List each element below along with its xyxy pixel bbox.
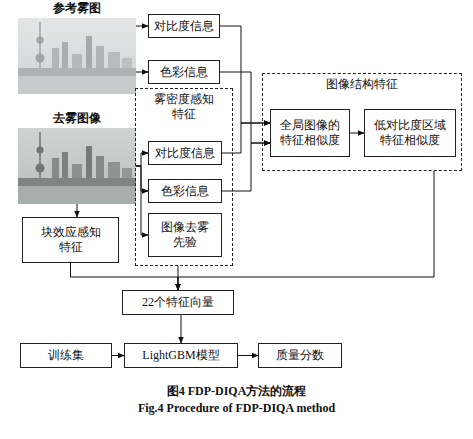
image-heading: 参考雾图 bbox=[18, 1, 136, 16]
process-box: 块效应感知 特征 bbox=[22, 217, 119, 263]
box-label: 图像去雾 先验 bbox=[157, 220, 213, 250]
box-label: 低对比度区域 特征相似度 bbox=[368, 118, 452, 148]
image-panel: 参考雾图 bbox=[18, 18, 136, 94]
group-title: 图像结构特征 bbox=[263, 77, 461, 92]
process-box: 色彩信息 bbox=[148, 60, 220, 84]
flow-arrow bbox=[71, 263, 179, 290]
box-label: LightGBM模型 bbox=[142, 348, 219, 363]
image-heading: 去雾图像 bbox=[18, 111, 136, 126]
dehazed-photo bbox=[18, 128, 136, 204]
figure-caption: 图4 FDP-DIQA方法的流程 bbox=[0, 383, 473, 400]
flow-arrow bbox=[238, 355, 258, 356]
feature-group: 雾密度感知 特征对比度信息色彩信息图像去雾 先验 bbox=[135, 88, 233, 266]
box-label: 色彩信息 bbox=[161, 184, 209, 199]
process-box: 低对比度区域 特征相似度 bbox=[364, 109, 456, 157]
flow-arrow bbox=[350, 133, 364, 134]
process-box: 色彩信息 bbox=[148, 179, 222, 203]
box-label: 对比度信息 bbox=[155, 146, 215, 161]
box-label: 训练集 bbox=[48, 348, 84, 363]
flow-arrow bbox=[136, 166, 148, 235]
box-label: 质量分数 bbox=[276, 348, 324, 363]
flow-arrow bbox=[77, 204, 78, 217]
process-box: 全局图像的 特征相似度 bbox=[270, 109, 350, 157]
process-box: 图像去雾 先验 bbox=[148, 213, 222, 257]
process-box: 对比度信息 bbox=[148, 141, 222, 165]
english-caption: Fig.4 Procedure of FDP-DIQA method bbox=[0, 401, 473, 416]
hazy-photo bbox=[18, 18, 136, 94]
process-box: 22个特征向量 bbox=[122, 290, 234, 315]
flow-arrow bbox=[136, 72, 148, 73]
box-label: 全局图像的 特征相似度 bbox=[274, 118, 346, 148]
feature-group: 图像结构特征全局图像的 特征相似度低对比度区域 特征相似度 bbox=[262, 73, 462, 171]
box-label: 块效应感知 特征 bbox=[36, 225, 106, 255]
process-box: 训练集 bbox=[20, 343, 112, 368]
flow-arrow bbox=[112, 355, 124, 356]
flow-arrow bbox=[178, 266, 179, 290]
box-label: 对比度信息 bbox=[154, 19, 214, 34]
flow-arrow bbox=[136, 153, 148, 166]
flow-arrow bbox=[136, 26, 148, 27]
box-label: 22个特征向量 bbox=[142, 295, 214, 310]
process-box: LightGBM模型 bbox=[124, 343, 238, 368]
process-box: 质量分数 bbox=[258, 343, 342, 368]
process-box: 对比度信息 bbox=[148, 14, 220, 38]
flow-arrow bbox=[136, 166, 148, 191]
image-panel: 去雾图像 bbox=[18, 128, 136, 204]
box-label: 色彩信息 bbox=[160, 65, 208, 80]
group-title: 雾密度感知 特征 bbox=[149, 92, 219, 122]
flow-arrow bbox=[181, 315, 182, 343]
